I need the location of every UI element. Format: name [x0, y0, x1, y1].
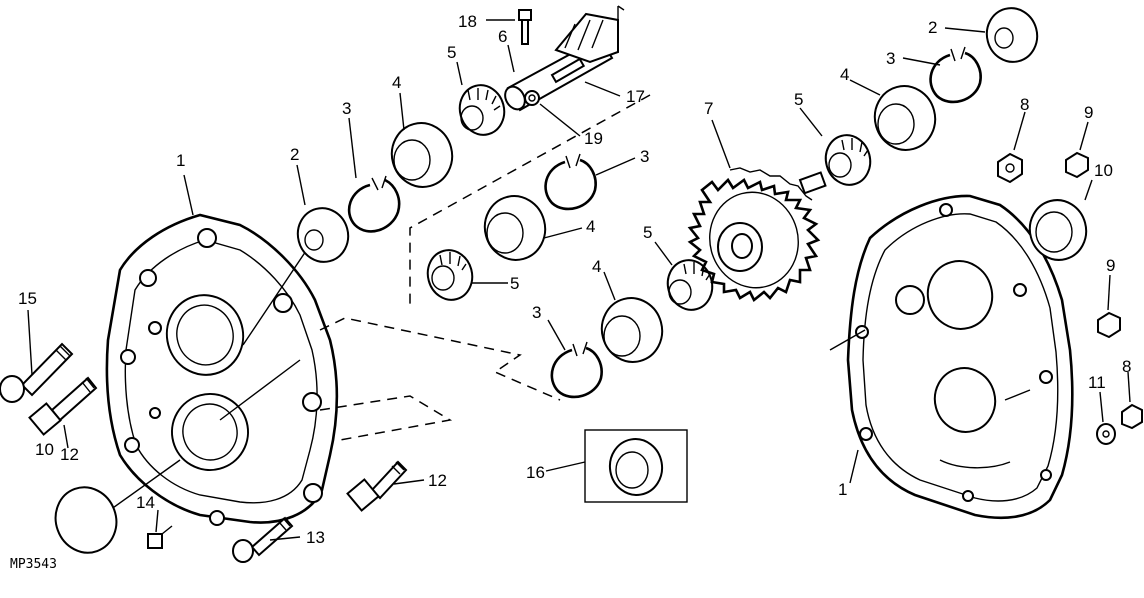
callout-7: 7: [704, 99, 713, 118]
callout-3-c: 3: [532, 303, 541, 322]
callout-4-d: 4: [840, 65, 849, 84]
bolt-15: [0, 342, 74, 403]
callout-2-b: 2: [928, 18, 937, 37]
bolt-18: [518, 9, 532, 45]
callout-3-b: 3: [640, 147, 649, 166]
callout-11: 11: [1088, 373, 1106, 392]
bearing-cup-4c: [600, 297, 664, 363]
roller-bearing-5d: [824, 134, 872, 186]
bearing-cup-4a: [390, 122, 454, 188]
cap-10-right: [1028, 199, 1088, 261]
seal-2a: [296, 207, 350, 263]
snap-ring-3a: [347, 175, 401, 233]
callout-14: 14: [136, 493, 155, 512]
callout-8-a: 8: [1020, 95, 1029, 114]
callouts: 1 1 2 2 3 3 3 3 4 4 4 4 5 5 5 5 6 7 8 8 …: [10, 12, 1131, 572]
roller-bearing-5a: [458, 84, 506, 136]
callout-17: 17: [626, 87, 645, 106]
callout-19: 19: [584, 129, 603, 148]
nut-9-top: [1065, 151, 1089, 179]
plug-14: [147, 525, 173, 549]
seal-16-box: [584, 429, 688, 503]
callout-9-a: 9: [1084, 103, 1093, 122]
callout-4-b: 4: [586, 217, 595, 236]
callout-12-left: 12: [60, 445, 79, 464]
callout-10-left: 10: [35, 440, 54, 459]
leader-lines: [27, 19, 1131, 541]
callout-1-right: 1: [838, 480, 847, 499]
spur-gear-7: [687, 167, 827, 303]
callout-2-a: 2: [290, 145, 299, 164]
callout-3-a: 3: [342, 99, 351, 118]
snap-ring-3c: [550, 341, 603, 399]
bolt-12-left: [28, 376, 98, 436]
right-housing: [846, 194, 1074, 520]
cap-10-left: [54, 486, 118, 554]
nut-19: [524, 90, 540, 106]
assembly-lines: [109, 94, 1031, 511]
nut-9-mid: [1097, 311, 1121, 339]
callout-8-b: 8: [1122, 357, 1131, 376]
callout-5-d: 5: [794, 90, 803, 109]
snap-ring-3d: [929, 46, 982, 104]
callout-10-right: 10: [1094, 161, 1113, 180]
snap-ring-3b: [544, 153, 597, 211]
roller-bearing-5c: [666, 259, 714, 311]
callout-6: 6: [498, 27, 507, 46]
callout-3-d: 3: [886, 49, 895, 68]
bolt-12-right: [346, 460, 408, 512]
nut-8-top: [997, 152, 1023, 184]
bearing-cup-4d: [873, 85, 937, 151]
bearing-cup-4b: [483, 195, 547, 261]
seal-2b: [985, 7, 1039, 63]
callout-15: 15: [18, 289, 37, 308]
callout-13: 13: [306, 528, 325, 547]
callout-12-right: 12: [428, 471, 447, 490]
figure-code: MP3543: [10, 557, 57, 572]
callout-5-b: 5: [510, 274, 519, 293]
callout-16: 16: [526, 463, 545, 482]
pinion-shaft: [504, 5, 625, 112]
callout-18: 18: [458, 12, 477, 31]
callout-5-c: 5: [643, 223, 652, 242]
callout-1-left: 1: [176, 151, 185, 170]
callout-5-a: 5: [447, 43, 456, 62]
bolt-13: [232, 516, 294, 563]
callout-9-b: 9: [1106, 256, 1115, 275]
roller-bearing-5b: [426, 249, 474, 301]
callout-4-a: 4: [392, 73, 401, 92]
nut-8-low: [1121, 403, 1143, 430]
washer-11: [1096, 423, 1116, 445]
left-housing: [105, 213, 339, 526]
callout-4-c: 4: [592, 257, 601, 276]
